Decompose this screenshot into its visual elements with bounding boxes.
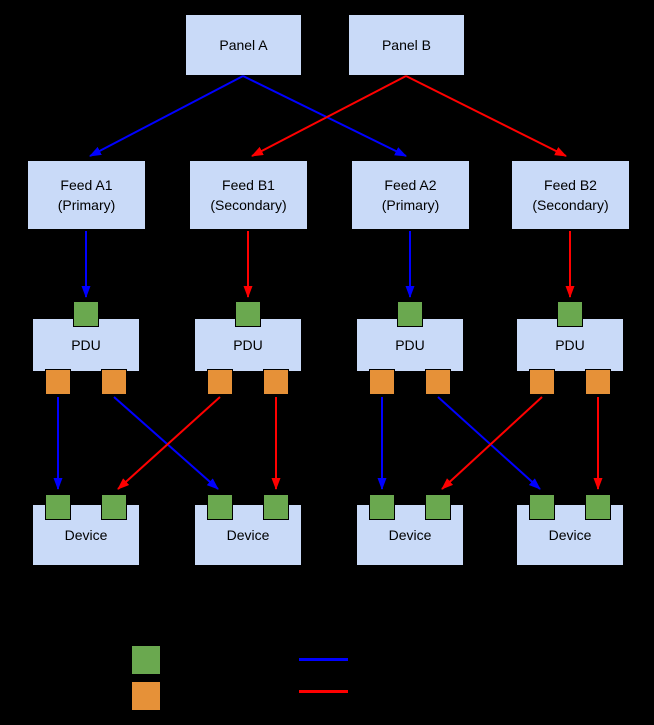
device3-input-port-left <box>369 494 395 520</box>
edge-panel-b-feed-b1 <box>251 75 407 157</box>
feed-a1-node: Feed A1 (Primary) <box>28 161 145 229</box>
pdu4-input-port <box>557 301 583 327</box>
device2-input-port-left <box>207 494 233 520</box>
pdu4-output-port-left <box>529 369 555 395</box>
device1-input-port-right <box>101 494 127 520</box>
edge-panel-b-feed-b2 <box>405 75 567 157</box>
pdu2-input-port <box>235 301 261 327</box>
edge-pdu4-device3 <box>441 396 543 490</box>
pdu3-output-port-right <box>425 369 451 395</box>
pdu-node-1: PDU <box>33 319 139 371</box>
device2-input-port-right <box>263 494 289 520</box>
pdu4-output-port-right <box>585 369 611 395</box>
edge-pdu2-device1 <box>117 396 221 490</box>
edge-panel-a-feed-a1 <box>89 75 244 157</box>
pdu1-input-port <box>73 301 99 327</box>
feed-b2-node: Feed B2 (Secondary) <box>512 161 629 229</box>
legend-input-port-swatch <box>131 645 161 675</box>
pdu3-input-port <box>397 301 423 327</box>
legend-secondary-path-line <box>299 690 348 693</box>
pdu3-output-port-left <box>369 369 395 395</box>
pdu1-output-port-left <box>45 369 71 395</box>
panel-a-node: Panel A <box>186 15 301 75</box>
pdu-node-4: PDU <box>517 319 623 371</box>
pdu2-output-port-right <box>263 369 289 395</box>
pdu1-output-port-right <box>101 369 127 395</box>
edge-pdu1-device2 <box>113 396 219 490</box>
device3-input-port-right <box>425 494 451 520</box>
pdu-node-2: PDU <box>195 319 301 371</box>
device4-input-port-right <box>585 494 611 520</box>
legend-primary-path-line <box>299 658 348 661</box>
feed-a2-node: Feed A2 (Primary) <box>352 161 469 229</box>
feed-b1-node: Feed B1 (Secondary) <box>190 161 307 229</box>
legend-output-port-swatch <box>131 681 161 711</box>
device4-input-port-left <box>529 494 555 520</box>
device1-input-port-left <box>45 494 71 520</box>
pdu-node-3: PDU <box>357 319 463 371</box>
panel-b-node: Panel B <box>349 15 464 75</box>
pdu2-output-port-left <box>207 369 233 395</box>
edge-pdu3-device4 <box>437 396 541 490</box>
edge-panel-a-feed-a2 <box>242 75 407 157</box>
